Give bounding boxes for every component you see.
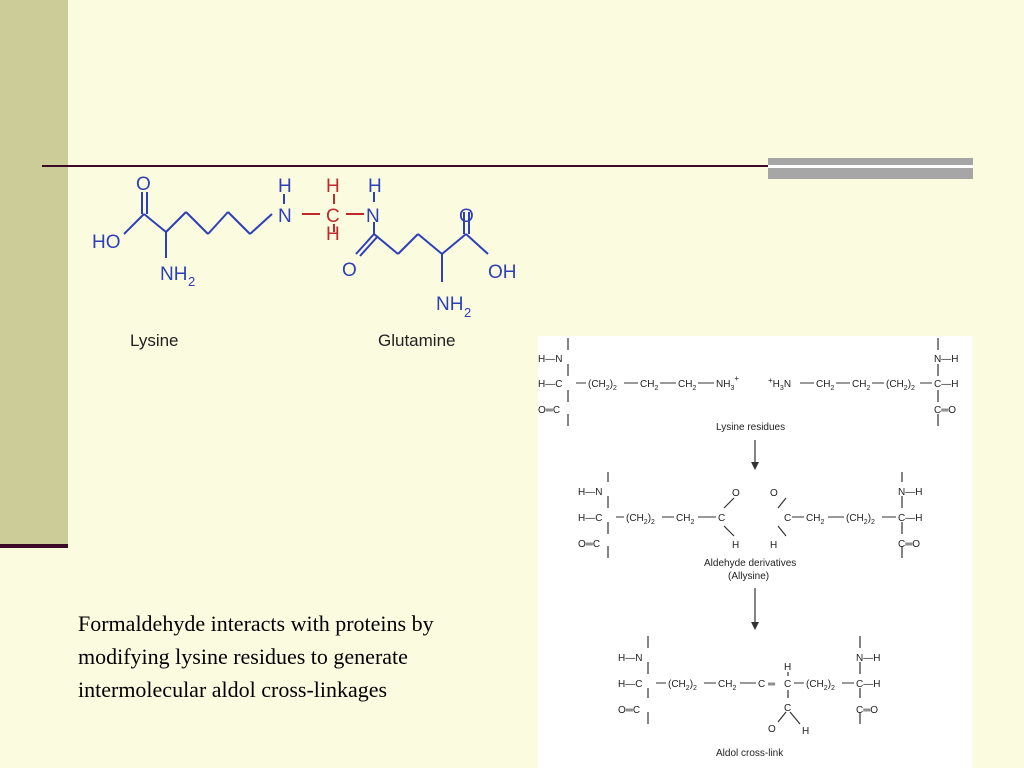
caption-line: intermolecular aldol cross-linkages [78,677,388,702]
row3-ch2: CH2 [718,679,736,692]
row1-left-chain: (CH2)2 [588,379,617,392]
caption-line: modifying lysine residues to generate [78,644,408,669]
side-bar-underline [0,544,68,548]
row1-left-ch2-a: CH2 [640,379,658,392]
lysine-residues-label: Lysine residues [716,422,785,433]
methylene-top-hydrogen: H [326,176,340,197]
row1-right-co: C═O [934,405,956,416]
row1-left-nh3: NH3+ [716,374,739,392]
aldol-crosslink-reaction-scheme: H—N H—C O═C (CH2)2 CH2 CH2 NH3+ +H3N CH2… [538,336,972,768]
arrow-head-1 [751,462,759,470]
glutamine-n-hydrogen: H [368,176,382,197]
lysine-carbonyl-oxygen: O [136,174,151,195]
row2-right-hydrogen: H [770,540,777,551]
aldol-crosslink-label: Aldol cross-link [716,748,784,759]
row2-left-oxygen: O [732,488,740,499]
row2-left-oc: O═C [578,539,600,550]
row1-left-oc: O═C [538,405,560,416]
lysine-amine-subscript: 2 [188,274,195,289]
row3-left-hn: H—N [618,653,642,664]
row2-left-carbon: C [718,513,725,524]
caption-line: Formaldehyde interacts with proteins by [78,611,434,636]
row2-left-ch2: CH2 [676,513,694,526]
row1-left-hn: H—N [538,354,562,365]
row1-right-ch2-b: CH2 [852,379,870,392]
glutamine-amine-nh: NH [436,294,463,315]
row3-left-chain: (CH2)2 [668,679,697,692]
methylene-bridge-bonds [302,194,364,232]
row3-left-oc: O═C [618,705,640,716]
row1-left-ch2-b: CH2 [678,379,696,392]
glutamine-carbonyl-oxygen: O [459,206,474,227]
row2-right-ch2: CH2 [806,513,824,526]
row3-right-chain: (CH2)2 [806,679,835,692]
methylene-carbon: C [326,206,340,227]
slide-side-bar [0,0,68,548]
glutamine-label: Glutamine [378,331,455,350]
row3-left-hc: H—C [618,679,642,690]
lysine-nitrogen: N [278,206,292,227]
row2-right-co: C═O [898,539,920,550]
lysine-n-hydrogen: H [278,176,292,197]
accent-block [768,158,973,179]
row2-right-oxygen: O [770,488,778,499]
row2-left-hc: H—C [578,513,602,524]
glutamine-nitrogen: N [366,206,380,227]
aldehyde-derivatives-label: Aldehyde derivatives [704,558,796,569]
slide-caption: Formaldehyde interacts with proteins by … [78,607,548,706]
row2-right-carbon: C [784,513,791,524]
glutamine-amide-oxygen: O [342,260,357,281]
lysine-glutamine-crosslink-structure: O HO NH 2 H N H N O O OH NH 2 H C H Lysi… [92,174,517,350]
row1-right-ch: C—H [934,379,958,390]
row1-right-ch2-a: CH2 [816,379,834,392]
row1-right-chain: (CH2)2 [886,379,915,392]
row3-double-bond: ═ [767,679,776,690]
row2-left-hn: H—N [578,487,602,498]
row2-left-chain: (CH2)2 [626,513,655,526]
row3-carbon-a: C [758,679,765,690]
row2-right-chain: (CH2)2 [846,513,875,526]
glutamine-hydroxyl: OH [488,262,517,283]
scheme-bonds [567,338,939,725]
row3-aldehyde-hydrogen: H [802,726,809,737]
lysine-amine-nh: NH [160,264,187,285]
row3-right-ch: C—H [856,679,880,690]
row3-right-nh: N—H [856,653,880,664]
arrow-head-2 [751,622,759,630]
row3-aldehyde-oxygen: O [768,724,776,735]
row1-left-hc: H—C [538,379,562,390]
accent-stripe [768,165,973,168]
row3-aldehyde-carbon: C [784,703,791,714]
row1-right-h3n: +H3N [768,376,791,392]
row2-left-hydrogen: H [732,540,739,551]
row3-right-co: C═O [856,705,878,716]
bond-lines [123,192,489,282]
row1-right-nh: N—H [934,354,958,365]
title-rule [42,165,972,167]
lysine-hydroxyl: HO [92,232,121,253]
allysine-label: (Allysine) [728,571,769,582]
row2-right-ch: C—H [898,513,922,524]
lysine-label: Lysine [130,331,179,350]
row3-top-hydrogen: H [784,662,791,673]
row2-right-nh: N—H [898,487,922,498]
methylene-bottom-hydrogen: H [326,224,340,245]
glutamine-amine-subscript: 2 [464,305,471,320]
row3-carbon-b: C [784,679,791,690]
